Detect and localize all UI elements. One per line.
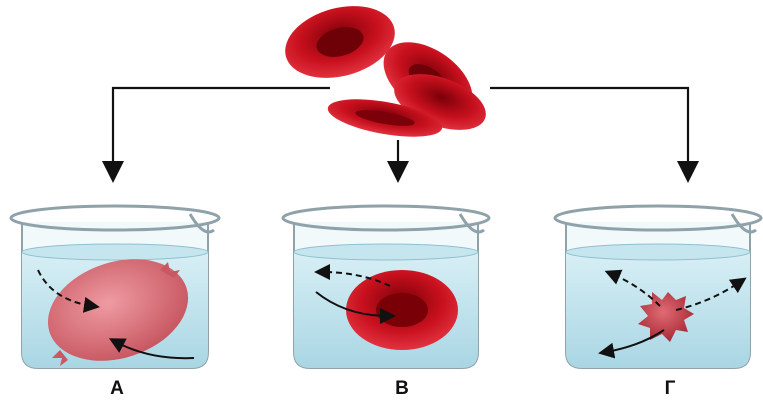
beaker-g-label: Г (650, 378, 690, 400)
normal-cell (346, 270, 458, 350)
beaker-b (283, 206, 489, 368)
beaker-g (555, 206, 761, 368)
beaker-b-label: В (382, 378, 422, 400)
beaker-a-label: А (97, 378, 137, 400)
beaker-a (11, 206, 219, 378)
blood-cells-cluster (277, 0, 493, 144)
